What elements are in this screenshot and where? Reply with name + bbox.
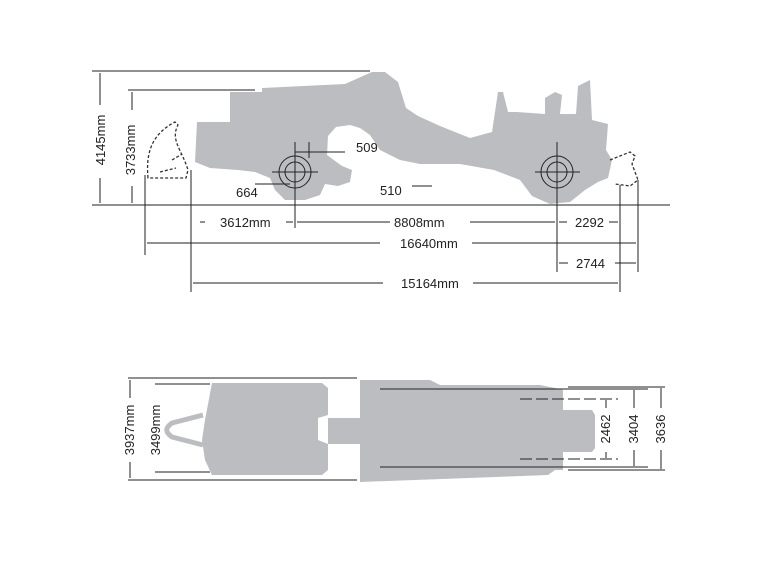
bowl-width-label: 3499mm: [148, 405, 163, 456]
max-width-label: 3636: [653, 415, 668, 444]
overall-height-label: 4145mm: [93, 115, 108, 166]
radius-664-label: 664: [236, 185, 258, 200]
wheelbase-label: 8808mm: [394, 215, 445, 230]
tractor-width-label: 3404: [626, 415, 641, 444]
clearance-510-label: 510: [380, 183, 402, 198]
top-view: 3937mm 3499mm 2462 3404 3636: [122, 377, 668, 482]
length-excl-label: 15164mm: [401, 276, 459, 291]
hitch-icon: [164, 412, 204, 448]
side-view: 4145mm 3733mm 509 664 510 3612mm 8808mm: [92, 70, 670, 292]
overall-length-label: 16640mm: [400, 236, 458, 251]
offset-509-label: 509: [356, 140, 378, 155]
front-bumper-dashed: [609, 151, 639, 187]
rear-overhang-label: 2744: [576, 256, 605, 271]
front-overhang-label: 3612mm: [220, 215, 271, 230]
rear-to-blade-label: 2292: [575, 215, 604, 230]
scraper-top-silhouette: [202, 380, 595, 482]
track-width-label: 2462: [598, 415, 613, 444]
scraper-side-silhouette: [195, 72, 612, 204]
overall-width-label: 3937mm: [122, 405, 137, 456]
body-height-label: 3733mm: [123, 125, 138, 176]
rear-push-block-dashed: [146, 121, 189, 179]
